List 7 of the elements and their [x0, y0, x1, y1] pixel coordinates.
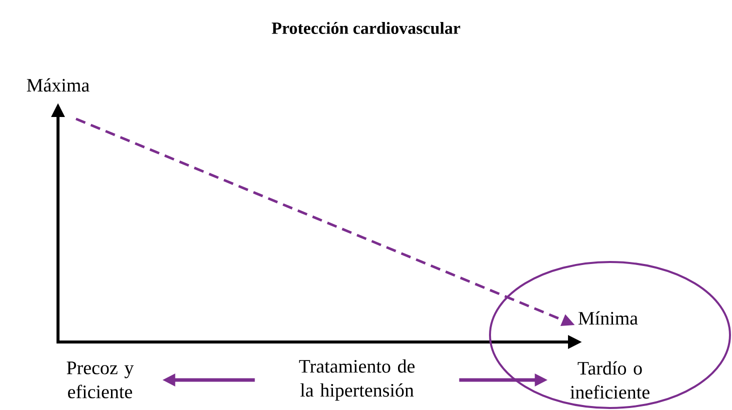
- axis-label: Mínima: [578, 311, 638, 325]
- axis-label: Precoz y eficiente: [66, 362, 134, 398]
- axis-label: Máxima: [26, 78, 90, 92]
- treatment-label: Tratamiento de la hipertensión: [299, 359, 415, 401]
- axis-label: Tardío o ineficiente: [570, 361, 650, 399]
- highlight-ellipse: [489, 261, 731, 409]
- title: Protección cardiovascular: [272, 22, 460, 34]
